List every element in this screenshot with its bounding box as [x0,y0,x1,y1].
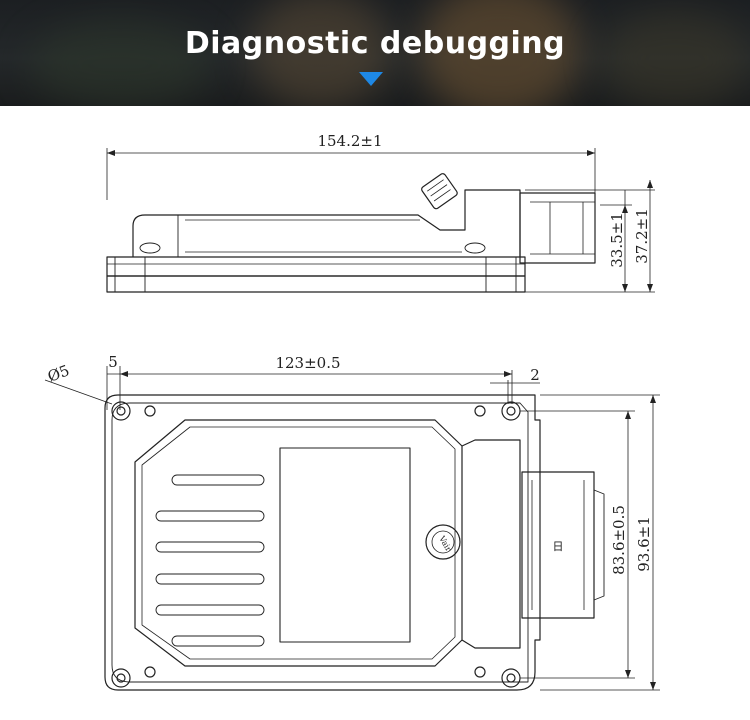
dim-edge: 5 [108,353,118,371]
technical-drawing: 154.2±1 33.5±1 37.2±1 Ø5 5 123±0.5 2 83.… [44,132,660,691]
dim-height-body: 33.5±1 [608,212,626,268]
dim-height-total: 37.2±1 [633,208,651,264]
background-light [30,20,210,106]
dim-hole-spacing: 123±0.5 [275,354,340,372]
down-arrow-icon [359,72,383,86]
dim-offset: 2 [530,366,540,384]
background-light [600,10,750,106]
background-light [420,0,580,106]
background-light [250,0,390,106]
side-view [106,148,655,293]
dim-width-holes: 83.6±0.5 [610,505,628,575]
connector-mark: 日 [553,540,564,553]
dim-hole-diameter: Ø5 [45,361,72,385]
top-view [44,366,660,691]
dim-width-total: 93.6±1 [635,516,653,572]
dim-length: 154.2±1 [317,132,382,150]
page-title: Diagnostic debugging [184,26,566,61]
header-banner: Diagnostic debugging [0,0,750,106]
